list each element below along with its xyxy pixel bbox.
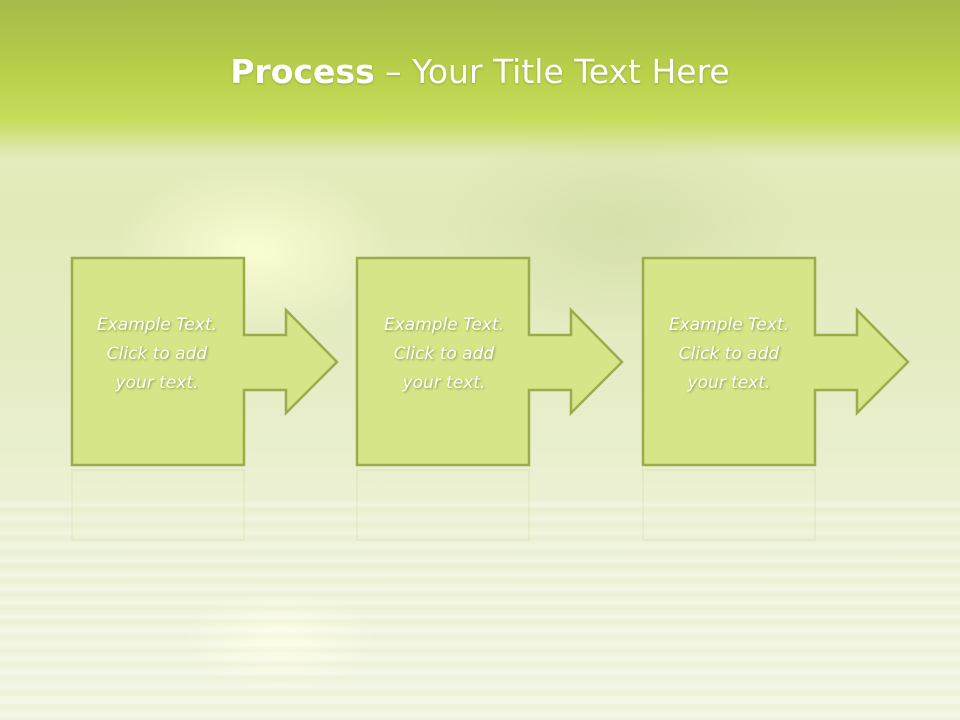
step-2-line-2: Click to add xyxy=(393,344,495,364)
header-band xyxy=(0,0,960,160)
slide-title[interactable]: Process – Your Title Text Here xyxy=(0,52,960,91)
step-1-arrow-shape[interactable] xyxy=(70,256,339,467)
step-1-line-2: Click to add xyxy=(106,344,208,364)
water-reflection xyxy=(0,500,960,720)
step-1-line-1: Example Text. xyxy=(96,315,218,335)
step-3-line-1: Example Text. xyxy=(668,315,790,335)
step-2-line-1: Example Text. xyxy=(383,315,505,335)
step-2-arrow-shape[interactable] xyxy=(355,256,624,467)
step-2-text[interactable]: Example Text. Click to add your text. xyxy=(359,311,529,398)
step-2-line-3: your text. xyxy=(402,373,486,393)
step-1-line-3: your text. xyxy=(115,373,199,393)
step-3-reflection xyxy=(642,469,816,541)
step-1-reflection xyxy=(71,469,245,541)
title-bold: Process xyxy=(230,52,375,91)
title-rest: – Your Title Text Here xyxy=(374,52,730,91)
step-2-reflection xyxy=(356,469,530,541)
step-3-line-2: Click to add xyxy=(678,344,780,364)
step-1-text[interactable]: Example Text. Click to add your text. xyxy=(72,311,242,398)
step-3-text[interactable]: Example Text. Click to add your text. xyxy=(644,311,814,398)
step-3-line-3: your text. xyxy=(687,373,771,393)
step-3-arrow-shape[interactable] xyxy=(641,256,910,467)
